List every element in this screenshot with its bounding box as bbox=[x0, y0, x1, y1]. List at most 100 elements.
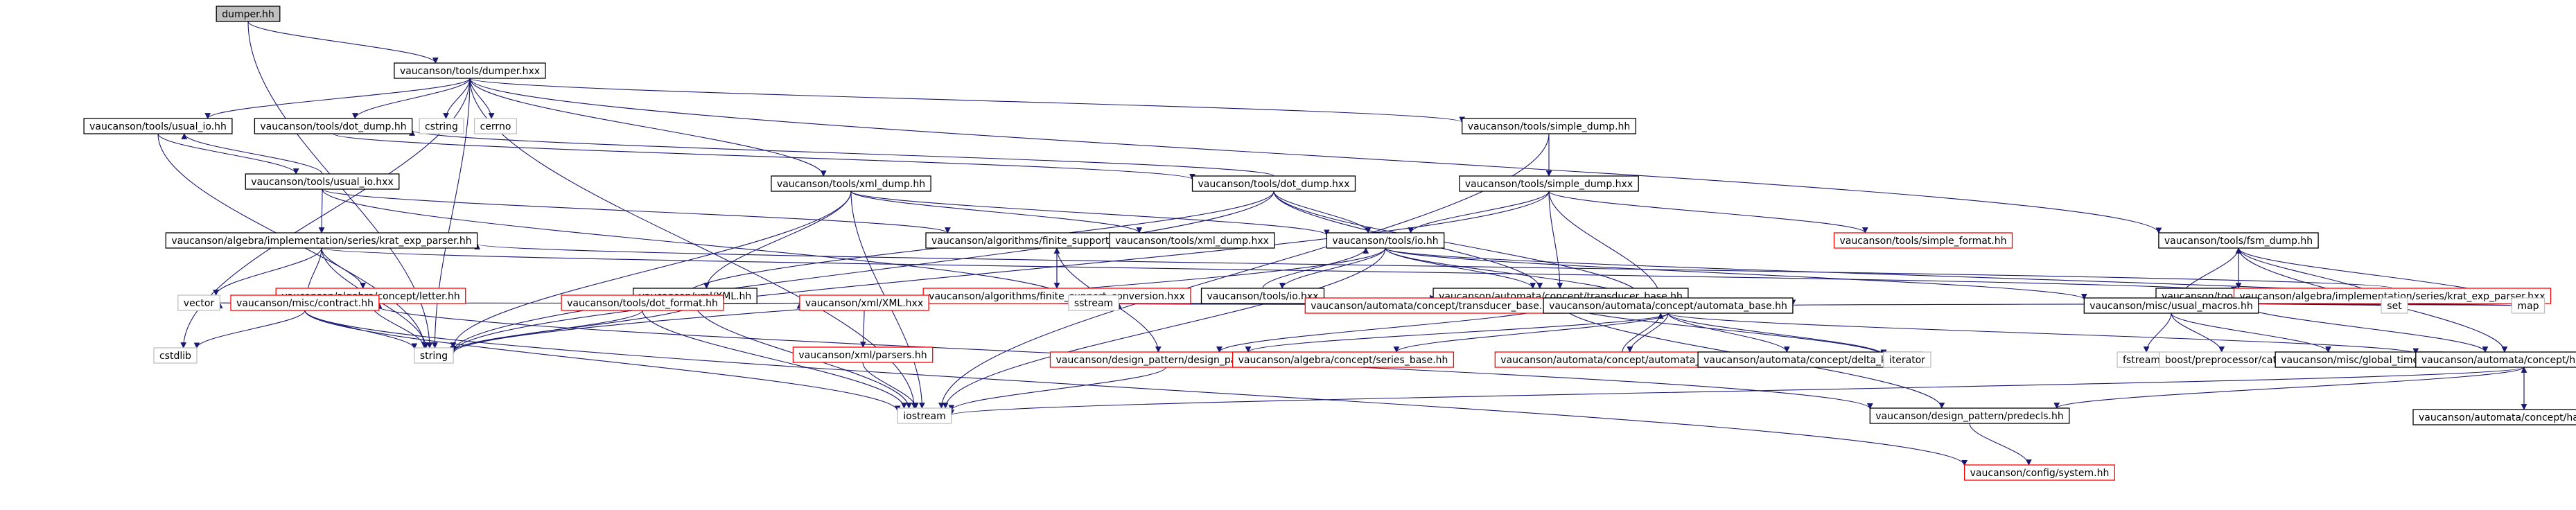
node-fsm-dump-hh[interactable]: vaucanson/tools/fsm_dump.hh bbox=[2158, 232, 2319, 249]
node-box bbox=[1191, 175, 1356, 192]
edge-fsm-dump-hxx-to-handlers-hh bbox=[2238, 303, 2489, 353]
node-xmlxml-hxx[interactable]: vaucanson/xml/XML.hxx bbox=[799, 294, 929, 311]
node-xml-dump-hxx[interactable]: vaucanson/tools/xml_dump.hxx bbox=[1109, 232, 1275, 249]
node-cstring[interactable]: cstring bbox=[419, 118, 464, 134]
node-box bbox=[1200, 288, 1325, 304]
node-contract-hh[interactable]: vaucanson/misc/contract.hh bbox=[230, 294, 380, 311]
node-iostream[interactable]: iostream bbox=[897, 407, 952, 424]
node-fstream[interactable]: fstream bbox=[2117, 351, 2166, 368]
edge-io-hh-to-iostream bbox=[942, 247, 1386, 409]
edge-simple-dump-hxx-to-string bbox=[450, 191, 1550, 353]
node-io-hxx[interactable]: vaucanson/tools/io.hxx bbox=[1200, 288, 1325, 304]
node-simple-dump-hh[interactable]: vaucanson/tools/simple_dump.hh bbox=[1462, 118, 1636, 134]
edge-dot-dump-hxx-to-io-hh bbox=[1273, 191, 1372, 234]
node-handlers-hxx[interactable]: vaucanson/automata/concept/handlers.hxx bbox=[2412, 409, 2576, 425]
node-design-pattern-hh[interactable]: vaucanson/design_pattern/design_pattern.… bbox=[1049, 351, 1282, 368]
edge-dot-dump-hxx-to-dot-dump-hh bbox=[409, 130, 1274, 177]
node-io-hh[interactable]: vaucanson/tools/io.hh bbox=[1326, 232, 1445, 249]
node-box bbox=[2412, 409, 2576, 425]
edge-simple-dump-hxx-to-io-hh bbox=[1408, 191, 1550, 234]
node-label: vaucanson/config/system.hh bbox=[1970, 468, 2110, 479]
node-predecls-hh[interactable]: vaucanson/design_pattern/predecls.hh bbox=[1869, 407, 2070, 424]
node-label: vaucanson/design_pattern/predecls.hh bbox=[1875, 411, 2063, 422]
node-label: vaucanson/automata/concept/transducer_ba… bbox=[1311, 301, 1559, 312]
node-automata-base-hxx[interactable]: vaucanson/automata/concept/automata_base… bbox=[1494, 351, 1751, 368]
node-box bbox=[1068, 294, 1119, 311]
node-simple-format-hh[interactable]: vaucanson/tools/simple_format.hh bbox=[1833, 232, 2013, 249]
edge-simple-dump-hxx-to-transducer-base-hh bbox=[1548, 191, 1563, 289]
edge-krat-exp-parser-hh-to-krat-exp-parser-hxx bbox=[321, 247, 2236, 293]
node-cstdlib[interactable]: cstdlib bbox=[153, 347, 198, 364]
edge-xmlxml-hxx-to-xmlparsers-hh bbox=[859, 310, 866, 348]
node-label: dumper.hh bbox=[222, 9, 274, 20]
node-label: vaucanson/design_pattern/design_pattern.… bbox=[1055, 355, 1275, 366]
node-dumper-hxx[interactable]: vaucanson/tools/dumper.hxx bbox=[394, 62, 546, 79]
edge-dumper-hxx-to-usual-io-hh bbox=[204, 78, 471, 119]
node-box bbox=[2158, 232, 2319, 249]
node-sstream[interactable]: sstream bbox=[1068, 294, 1119, 311]
node-box bbox=[1459, 175, 1639, 192]
node-label: vaucanson/algebra/implementation/series/… bbox=[2239, 291, 2545, 302]
node-iterator[interactable]: iterator bbox=[1883, 351, 1931, 368]
node-system-hh[interactable]: vaucanson/config/system.hh bbox=[1963, 464, 2115, 481]
node-dot-dump-hxx[interactable]: vaucanson/tools/dot_dump.hxx bbox=[1191, 175, 1356, 192]
node-box bbox=[153, 347, 198, 364]
node-box bbox=[1462, 118, 1636, 134]
node-label: vaucanson/tools/usual_io.hh bbox=[89, 121, 227, 132]
node-boost-cat[interactable]: boost/preprocessor/cat.hpp bbox=[2159, 351, 2304, 368]
node-usual-io-hh[interactable]: vaucanson/tools/usual_io.hh bbox=[83, 118, 233, 134]
edge-dumper-hxx-to-dot-dump-hh bbox=[352, 78, 471, 119]
node-dot-dump-hh[interactable]: vaucanson/tools/dot_dump.hh bbox=[254, 118, 413, 134]
node-box bbox=[1883, 351, 1931, 368]
edge-contract-hh-to-iostream bbox=[304, 310, 901, 412]
node-dumper-hh[interactable]: dumper.hh bbox=[216, 6, 281, 22]
node-box bbox=[1833, 232, 2013, 249]
node-label: boost/preprocessor/cat.hpp bbox=[2165, 355, 2298, 366]
node-box bbox=[2083, 297, 2259, 314]
node-label: vaucanson/xml/parsers.hh bbox=[798, 350, 927, 361]
edge-automata-base-hxx-to-automata-base-hh bbox=[1622, 313, 1664, 353]
node-fsc-hxx[interactable]: vaucanson/algorithms/finite_support_conv… bbox=[922, 288, 1191, 304]
node-label: vaucanson/tools/usual_io.hxx bbox=[251, 177, 393, 188]
node-box bbox=[1869, 407, 2070, 424]
node-krat-exp-parser-hxx[interactable]: vaucanson/algebra/implementation/series/… bbox=[2233, 288, 2552, 304]
node-box bbox=[1232, 351, 1455, 368]
node-handlers-hh[interactable]: vaucanson/automata/concept/handlers.hh bbox=[2415, 351, 2576, 368]
node-box bbox=[1326, 232, 1445, 249]
node-string[interactable]: string bbox=[414, 347, 454, 364]
node-label: vector bbox=[184, 298, 215, 309]
node-set[interactable]: set bbox=[2381, 297, 2408, 314]
node-dot-format-hh[interactable]: vaucanson/tools/dot_format.hh bbox=[561, 294, 724, 311]
node-map[interactable]: map bbox=[2511, 297, 2546, 314]
node-label: vaucanson/algebra/implementation/series/… bbox=[171, 236, 471, 247]
node-global-timer-hh[interactable]: vaucanson/misc/global_timer.hh bbox=[2275, 351, 2444, 368]
node-label: vaucanson/algebra/concept/series_base.hh bbox=[1238, 355, 1448, 366]
edge-xml-dump-hh-to-string bbox=[450, 191, 852, 349]
node-usual-io-hxx[interactable]: vaucanson/tools/usual_io.hxx bbox=[245, 173, 400, 190]
node-vector[interactable]: vector bbox=[177, 294, 220, 311]
node-automata-base-hh[interactable]: vaucanson/automata/concept/automata_base… bbox=[1543, 297, 1794, 314]
node-box bbox=[799, 294, 929, 311]
edge-usual-macros-hh-to-global-timer-hh bbox=[2171, 313, 2331, 353]
node-label: vaucanson/tools/fsm_dump.hh bbox=[2164, 236, 2313, 247]
edge-io-hh-to-io-hxx bbox=[1279, 247, 1386, 289]
edge-automata-base-hh-to-handlers-hh bbox=[1667, 313, 2419, 355]
node-box bbox=[245, 173, 400, 190]
node-xml-dump-hh[interactable]: vaucanson/tools/xml_dump.hh bbox=[771, 175, 931, 192]
node-krat-exp-parser-hh[interactable]: vaucanson/algebra/implementation/series/… bbox=[165, 232, 478, 249]
node-xmlparsers-hh[interactable]: vaucanson/xml/parsers.hh bbox=[792, 346, 934, 363]
edge-io-hxx-to-io-hh bbox=[1262, 247, 1369, 289]
node-usual-macros-hh[interactable]: vaucanson/misc/usual_macros.hh bbox=[2083, 297, 2259, 314]
node-label: cerrno bbox=[480, 121, 511, 132]
node-transducer-base-hxx[interactable]: vaucanson/automata/concept/transducer_ba… bbox=[1304, 297, 1566, 314]
node-simple-dump-hxx[interactable]: vaucanson/tools/simple_dump.hxx bbox=[1459, 175, 1639, 192]
edge-usual-macros-hh-to-fstream bbox=[2143, 313, 2172, 353]
node-box bbox=[394, 62, 546, 79]
node-box bbox=[473, 118, 518, 134]
node-delta-kind-hh[interactable]: vaucanson/automata/concept/delta_kind.hh bbox=[1697, 351, 1923, 368]
edge-dumper-hxx-to-string bbox=[432, 78, 471, 349]
node-label: vaucanson/automata/concept/delta_kind.hh bbox=[1703, 355, 1917, 366]
node-cerrno[interactable]: cerrno bbox=[473, 118, 518, 134]
node-series-base-hh[interactable]: vaucanson/algebra/concept/series_base.hh bbox=[1232, 351, 1455, 368]
